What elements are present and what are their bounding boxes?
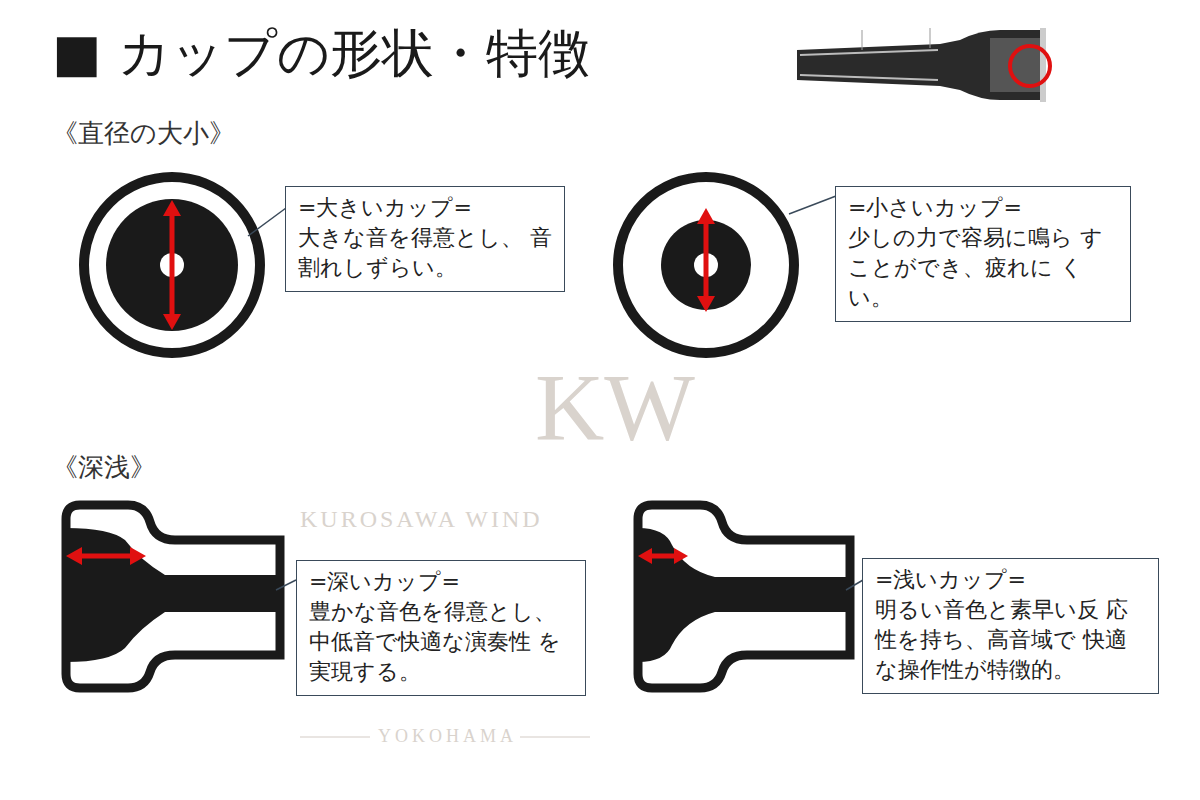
box-heading: =小さいカップ=	[848, 193, 1118, 223]
box-body: 明るい音色と素早い反 応性を持ち、高音域で 快適な操作性が特徴的。	[875, 595, 1146, 685]
text-box: =大きいカップ=大きな音を得意とし、 音割れしずらい。	[285, 186, 565, 292]
text-box: =浅いカップ=明るい音色と素早い反 応性を持ち、高音域で 快適な操作性が特徴的。	[862, 558, 1159, 694]
text-box: =小さいカップ=少しの力で容易に鳴ら すことができ、疲れに くい。	[835, 186, 1131, 322]
section-heading: 《直径の大小》	[52, 118, 235, 149]
deep-cup-section	[66, 505, 296, 688]
box-body: 少しの力で容易に鳴ら すことができ、疲れに くい。	[848, 223, 1118, 313]
text-box: =深いカップ=豊かな音色を得意とし、 中低音で快適な演奏性 を実現する。	[296, 560, 586, 696]
watermark-rule	[520, 736, 590, 738]
watermark-logo: KW	[535, 350, 695, 465]
page-title: ■ カップの形状・特徴	[52, 22, 590, 84]
small-cup-illustration	[618, 177, 836, 353]
box-heading: =浅いカップ=	[875, 565, 1146, 595]
box-heading: =深いカップ=	[309, 567, 573, 597]
mouthpiece-illustration	[797, 28, 1050, 102]
box-body: 大きな音を得意とし、 音割れしずらい。	[298, 223, 552, 283]
section-heading: 《深浅》	[52, 452, 156, 483]
large-cup-illustration	[84, 177, 286, 353]
box-body: 豊かな音色を得意とし、 中低音で快適な演奏性 を実現する。	[309, 597, 573, 687]
shallow-cup-section	[638, 505, 863, 688]
watermark-text: KUROSAWA WIND	[300, 505, 543, 534]
box-heading: =大きいカップ=	[298, 193, 552, 223]
watermark-rule	[300, 736, 370, 738]
watermark-text: YOKOHAMA	[378, 726, 517, 748]
